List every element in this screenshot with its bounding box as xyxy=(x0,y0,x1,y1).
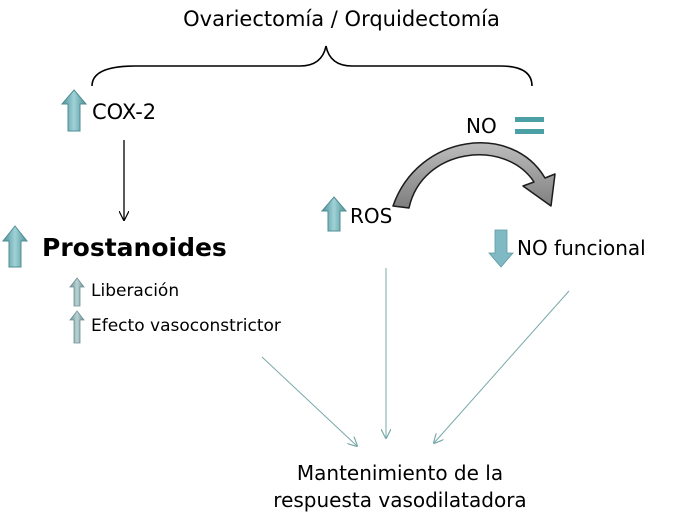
up-arrow-icon xyxy=(69,310,85,344)
equal-sign-icon xyxy=(515,129,544,134)
curved-arrow xyxy=(392,142,556,209)
no-label: NO xyxy=(466,114,497,138)
result-label: Mantenimiento de la respuesta vasodilata… xyxy=(200,460,600,514)
up-arrow-icon xyxy=(60,89,88,132)
curly-brace xyxy=(91,45,533,87)
liberacion-label: Liberación xyxy=(91,281,180,301)
diagram-title: Ovariectomía / Orquidectomía xyxy=(183,7,500,31)
result-line-2: respuesta vasodilatadora xyxy=(273,488,527,512)
up-arrow-icon xyxy=(1,225,29,268)
ros-label: ROS xyxy=(350,204,393,228)
up-arrow-icon xyxy=(320,196,348,232)
prostanoides-to-result-arrow xyxy=(261,356,357,446)
cox2-label: COX-2 xyxy=(92,100,157,124)
up-arrow-icon xyxy=(69,277,85,307)
no-funcional-to-result-arrow xyxy=(434,290,570,443)
equal-sign-icon xyxy=(515,117,544,122)
efecto-vasoconstrictor-label: Efecto vasoconstrictor xyxy=(91,316,281,336)
down-arrow-icon xyxy=(488,229,514,268)
result-line-1: Mantenimiento de la xyxy=(296,461,504,485)
no-funcional-label: NO funcional xyxy=(517,236,646,260)
prostanoides-label: Prostanoides xyxy=(42,233,227,262)
